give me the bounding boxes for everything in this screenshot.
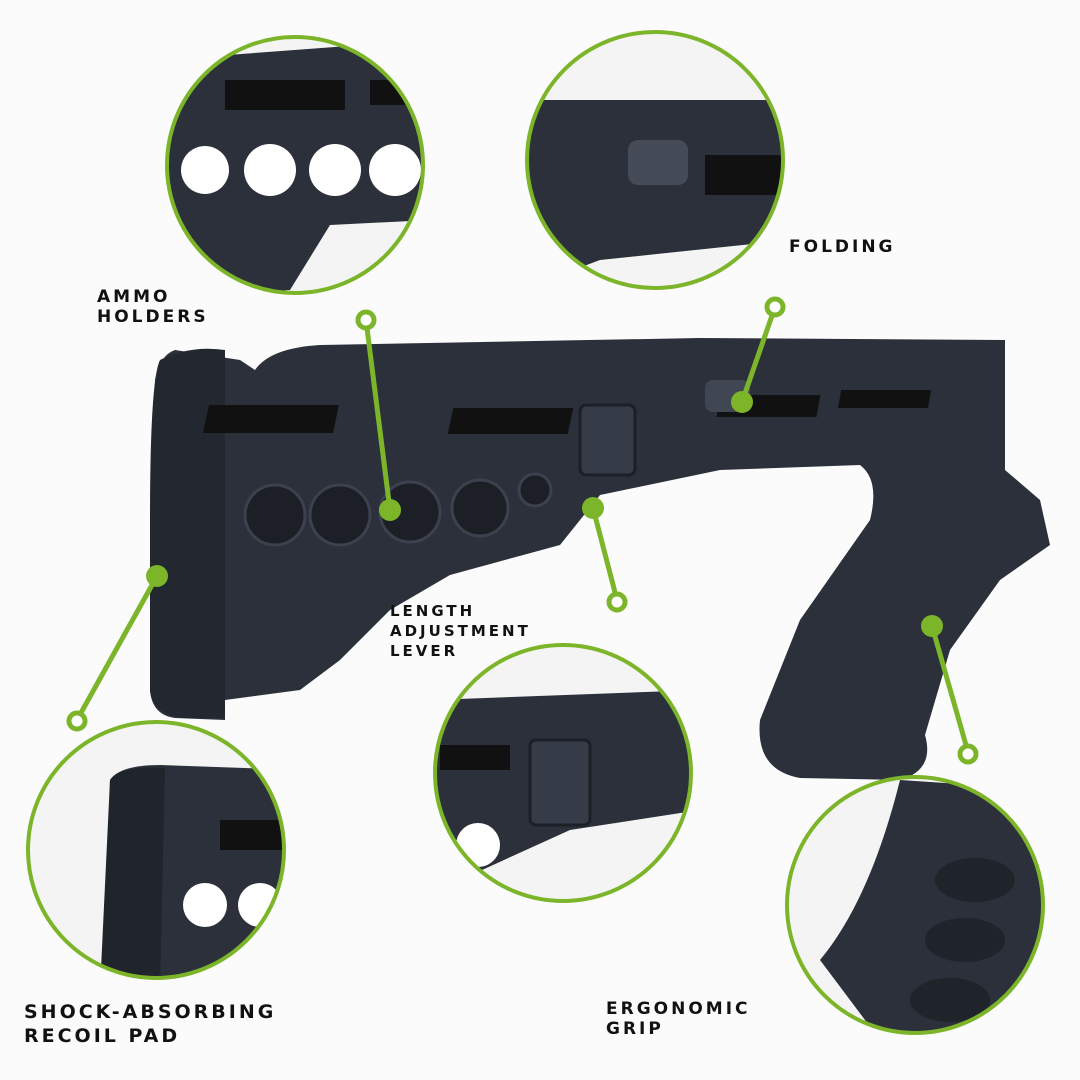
label-line: GRIP	[606, 1019, 664, 1039]
label-ergonomic-grip: ERGONOMIC GRIP	[606, 999, 751, 1039]
label-line: LENGTH	[390, 602, 476, 620]
label-line: ERGONOMIC	[606, 999, 751, 1019]
label-line: LEVER	[390, 642, 459, 660]
pointer-ammo	[363, 319, 393, 511]
callout-pointers	[66, 296, 979, 765]
pointer-length	[590, 507, 620, 601]
pointer-recoil	[74, 574, 160, 722]
detail-ammo-holders	[167, 37, 423, 293]
label-line: HOLDERS	[97, 307, 209, 327]
detail-folding	[527, 32, 783, 288]
label-line: SHOCK-ABSORBING	[24, 1001, 277, 1023]
label-line: AMMO	[97, 287, 171, 307]
label-line: FOLDING	[789, 237, 896, 257]
detail-grip	[787, 777, 1043, 1033]
label-line: RECOIL PAD	[24, 1025, 181, 1047]
detail-length-lever	[435, 645, 691, 901]
label-folding: FOLDING	[789, 237, 896, 257]
label-recoil-pad: SHOCK-ABSORBING RECOIL PAD	[24, 1000, 276, 1048]
label-line: ADJUSTMENT	[390, 622, 531, 640]
label-ammo-holders: AMMO HOLDERS	[97, 287, 209, 327]
stock-body	[150, 338, 1050, 780]
label-length-adjustment-lever: LENGTH ADJUSTMENT LEVER	[390, 601, 531, 661]
pointer-grip	[929, 625, 971, 753]
pointer-folding	[739, 306, 778, 403]
